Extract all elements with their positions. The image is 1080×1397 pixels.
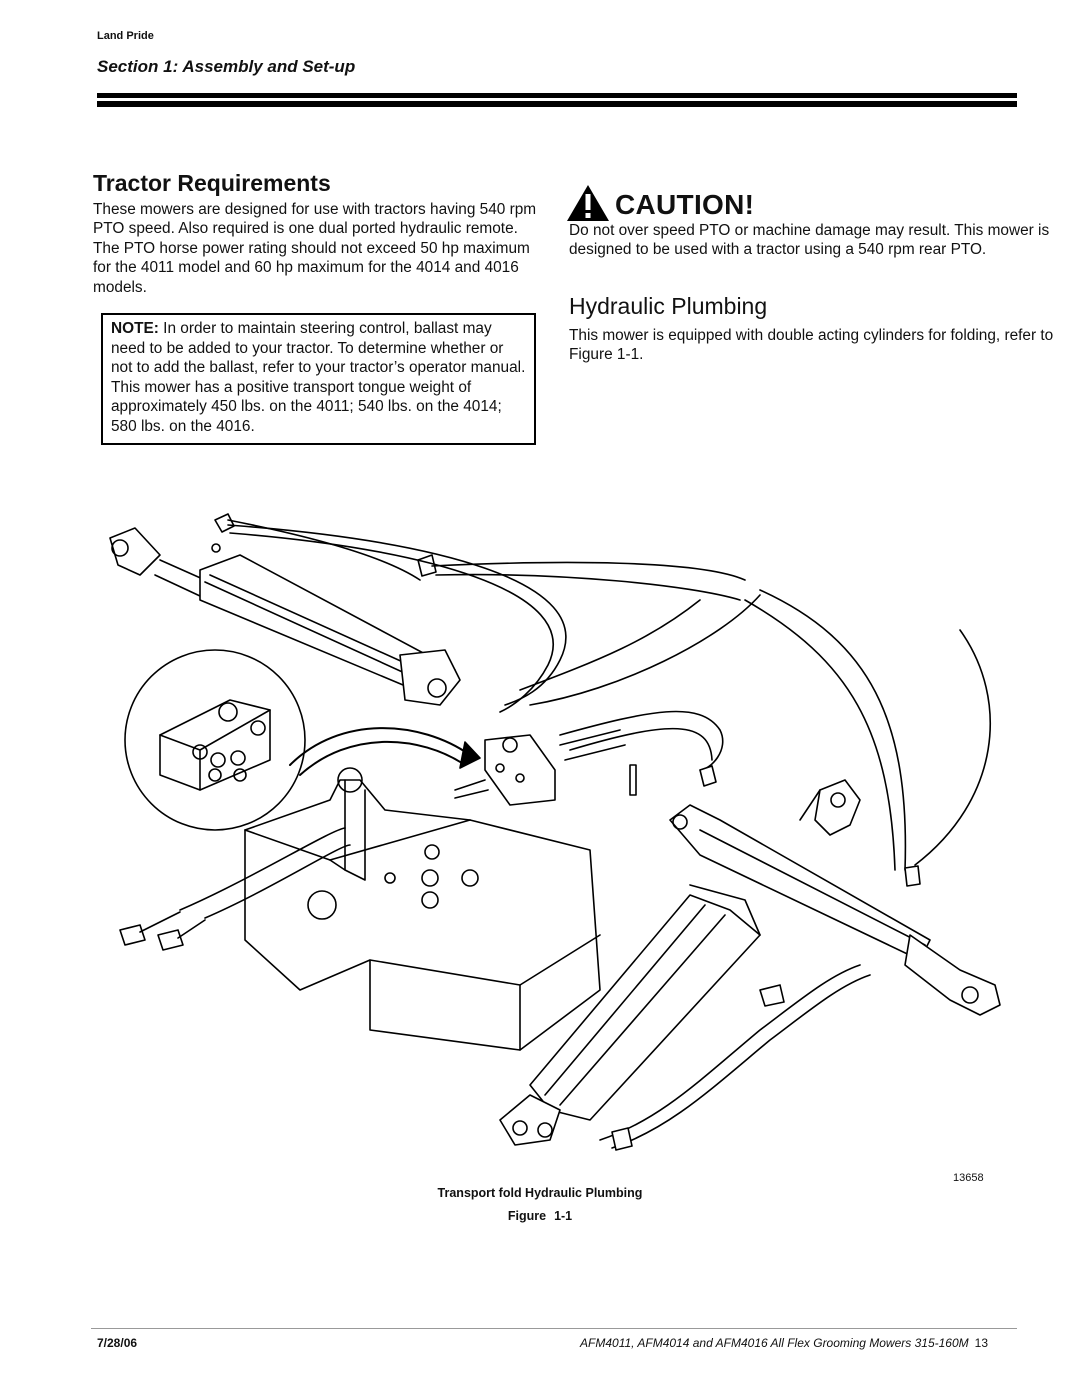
ballast-note-box: NOTE: In order to maintain steering cont…	[101, 313, 536, 445]
tractor-requirements-text: These mowers are designed for use with t…	[93, 201, 537, 296]
lower-right-cylinder	[669, 779, 1001, 1016]
upper-cylinder	[109, 513, 746, 706]
manifold-block	[454, 729, 637, 806]
lower-long-cylinder	[499, 884, 871, 1151]
footer-rule	[91, 1328, 1017, 1329]
footer-title-text: AFM4011, AFM4014 and AFM4016 All Flex Gr…	[580, 1336, 969, 1350]
caution-text: Do not over speed PTO or machine damage …	[569, 222, 1050, 259]
page-number: 13	[974, 1336, 988, 1350]
warning-triangle-icon	[565, 183, 611, 228]
footer-date: 7/28/06	[97, 1336, 138, 1350]
header-rule	[97, 93, 1017, 98]
note-text: In order to maintain steering control, b…	[111, 320, 526, 435]
note-label: NOTE:	[111, 320, 159, 337]
manifold-detail-inset	[124, 649, 481, 831]
mower-deck	[244, 767, 601, 1051]
caution-heading: CAUTION!	[565, 183, 755, 228]
brand-name: Land Pride	[97, 30, 154, 42]
tractor-couplers	[119, 827, 351, 951]
hydraulic-plumbing-heading: Hydraulic Plumbing	[569, 293, 768, 319]
hydraulic-plumbing-illustration	[109, 513, 1001, 1151]
figure-caption: Transport fold Hydraulic Plumbing	[437, 1186, 643, 1200]
section-title: Section 1: Assembly and Set-up	[97, 57, 356, 76]
figure-id: 13658	[953, 1172, 984, 1184]
figure-number-value: 1-1	[554, 1209, 573, 1223]
hose-bundle	[227, 524, 992, 887]
footer-document-title: AFM4011, AFM4014 and AFM4016 All Flex Gr…	[580, 1336, 988, 1350]
figure-number: Figure 1-1	[0, 1209, 1080, 1223]
hydraulic-plumbing-text: This mower is equipped with double actin…	[569, 327, 1054, 364]
header-rule	[97, 101, 1017, 107]
tractor-requirements-heading: Tractor Requirements	[93, 170, 331, 196]
caution-title: CAUTION!	[615, 189, 755, 220]
figure-label: Figure	[507, 1209, 547, 1223]
